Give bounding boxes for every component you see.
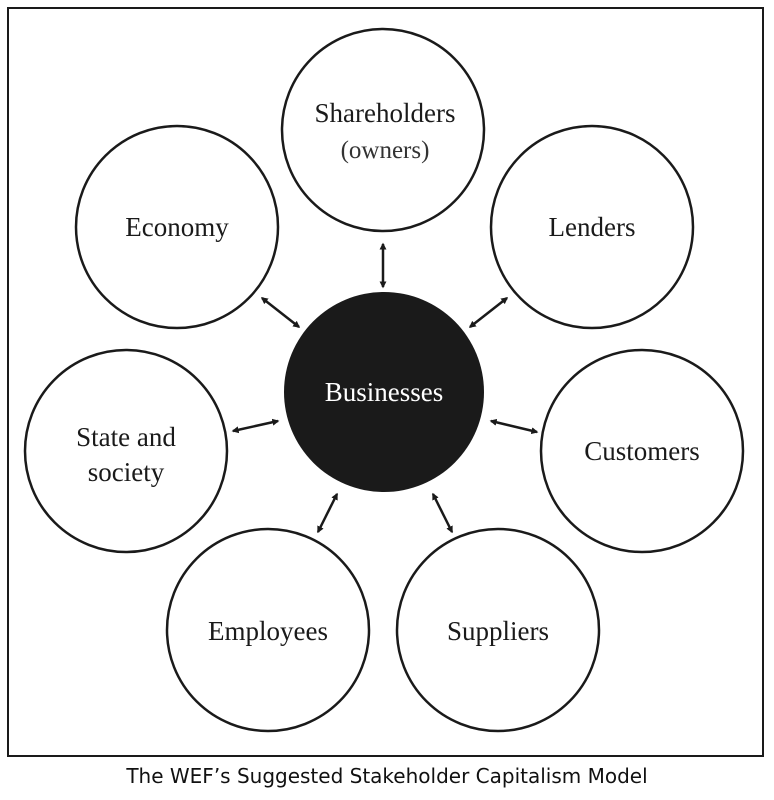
arrow-suppliers	[431, 492, 454, 534]
node-businesses	[284, 292, 484, 492]
arrow-state	[231, 418, 280, 434]
state-label: State and	[76, 422, 176, 452]
state-sublabel: society	[88, 457, 165, 487]
customers-label: Customers	[584, 436, 700, 466]
node-employees	[165, 527, 371, 733]
economy-label: Economy	[125, 212, 229, 242]
businesses-label: Businesses	[325, 377, 444, 407]
node-shareholders	[280, 27, 486, 233]
stakeholder-diagram: Shareholders (owners) Lenders Customers …	[23, 27, 745, 733]
shareholders-sublabel: (owners)	[341, 137, 430, 164]
arrow-economy	[260, 297, 301, 328]
figure-caption: The WEF’s Suggested Stakeholder Capitali…	[126, 764, 648, 788]
shareholders-label: Shareholders	[315, 98, 456, 128]
node-customers	[539, 348, 745, 554]
arrow-employees	[316, 492, 339, 534]
lenders-label: Lenders	[549, 212, 636, 242]
suppliers-label: Suppliers	[447, 616, 549, 646]
node-economy	[74, 124, 280, 330]
arrow-lenders	[468, 297, 509, 328]
employees-label: Employees	[208, 616, 328, 646]
node-lenders	[489, 124, 695, 330]
node-state	[23, 348, 229, 554]
arrow-customers	[489, 418, 539, 435]
node-suppliers	[395, 527, 601, 733]
